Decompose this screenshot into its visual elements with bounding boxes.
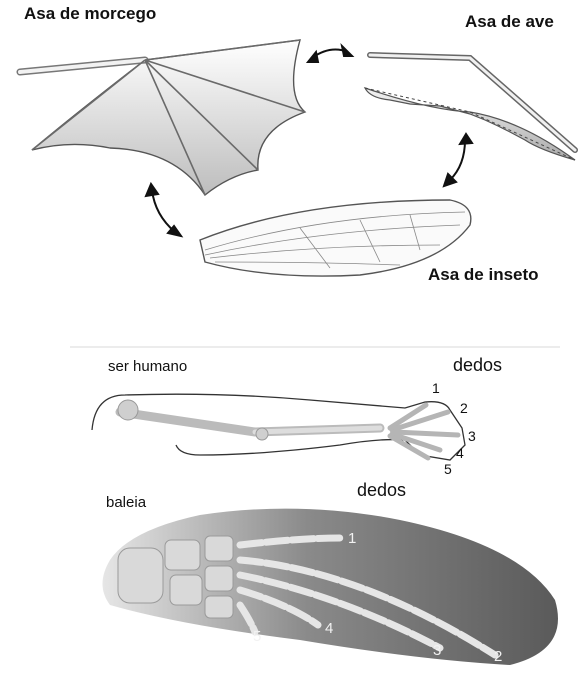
whale-digit-3: 3 [433, 642, 441, 659]
human-digit-5: 5 [444, 461, 452, 477]
insect-wing-label: Asa de inseto [428, 265, 539, 285]
fingers-label-bottom: dedos [357, 480, 406, 501]
whale-digit-1: 1 [348, 530, 356, 547]
bird-wing [365, 55, 575, 160]
bird-wing-label: Asa de ave [465, 12, 554, 32]
whale-digit-4: 4 [325, 620, 333, 637]
whale-label: baleia [106, 494, 146, 511]
human-label: ser humano [108, 358, 187, 375]
human-digit-2: 2 [460, 400, 468, 416]
fingers-label-top: dedos [453, 355, 502, 376]
human-digit-3: 3 [468, 428, 476, 444]
whale-digit-5: 5 [253, 628, 261, 645]
bat-wing-label: Asa de morcego [24, 4, 156, 24]
whale-digit-2: 2 [494, 648, 502, 665]
human-digit-4: 4 [456, 445, 464, 461]
whale-flipper [103, 509, 559, 665]
human-digit-1: 1 [432, 380, 440, 396]
bat-wing [20, 40, 305, 195]
human-arm [92, 394, 465, 460]
